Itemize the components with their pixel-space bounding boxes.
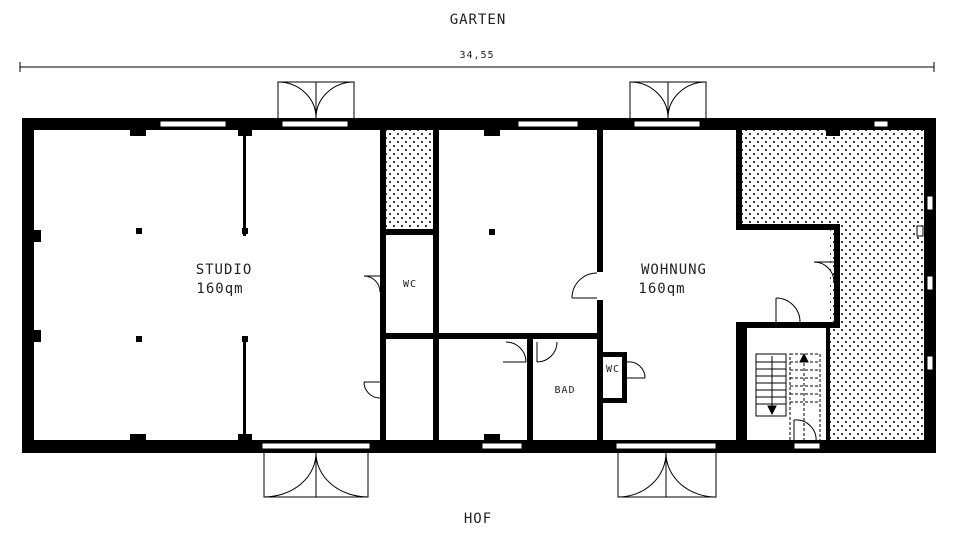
wc-left-label: WC: [403, 279, 417, 290]
studio-area: 160qm: [196, 281, 243, 297]
hatched-strip: [386, 130, 435, 232]
bad-label: BAD: [554, 385, 575, 396]
right-windows: [916, 195, 934, 371]
columns: [33, 128, 840, 442]
bottom-windows: [261, 442, 821, 450]
dimension-label: 34,55: [459, 50, 494, 61]
courtyard-label: HOF: [464, 511, 492, 527]
garden-label: GARTEN: [450, 12, 507, 28]
wc-right-label: WC: [606, 364, 620, 375]
hatched-terrace: [738, 130, 926, 442]
top-door-icon: [277, 81, 707, 119]
studio-label: STUDIO: [196, 262, 253, 278]
wohnung-label: WOHNUNG: [641, 262, 707, 278]
studio-partitions: [243, 130, 246, 440]
stair-arrow-icon: [755, 352, 821, 443]
bottom-door-icon: [263, 452, 717, 498]
door-swing-icon: [363, 261, 835, 443]
wohnung-area: 160qm: [638, 281, 685, 297]
top-windows: [159, 120, 889, 128]
